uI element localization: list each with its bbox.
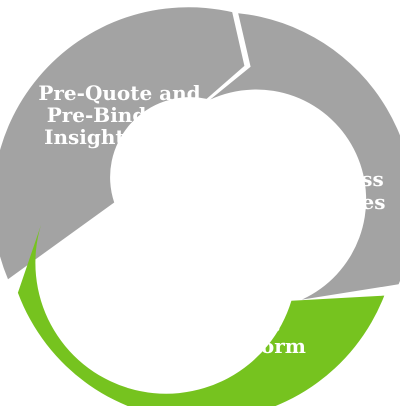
label-cyber-incident: Cyber Incident Response Platform — [94, 312, 306, 358]
label-line: Pre-Bind — [47, 103, 147, 127]
label-line: Pre-Loss — [287, 167, 384, 191]
label-line: Pre-Quote and — [38, 81, 200, 105]
label-line: Services — [292, 190, 385, 214]
segment-pre-loss — [210, 13, 400, 300]
segment-cyber-incident — [17, 225, 385, 406]
label-pre-quote-pre-bind: Pre-Quote and Pre-Bind Insights — [38, 81, 207, 149]
label-line: Insights — [44, 125, 136, 149]
label-line: Response Platform — [94, 334, 306, 358]
segment-pre-quote-pre-bind — [0, 7, 245, 280]
label-line: Cyber Incident — [114, 312, 281, 336]
label-pre-loss: Pre-Loss Services — [287, 167, 391, 214]
